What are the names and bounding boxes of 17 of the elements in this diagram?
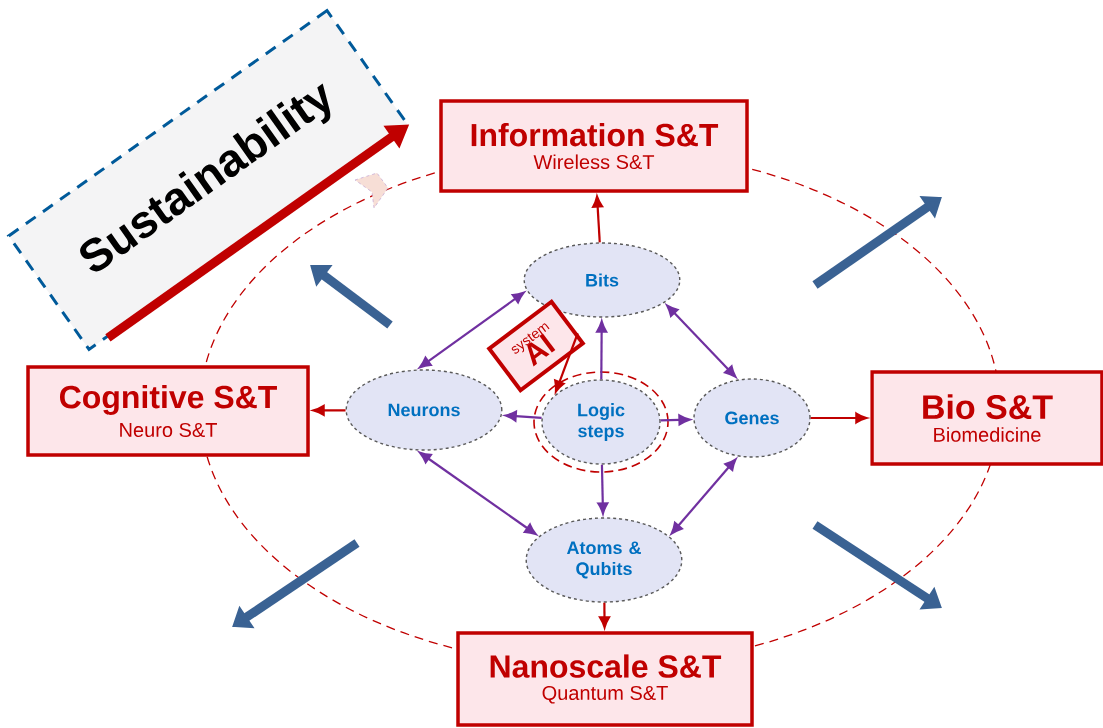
field-box: Nanoscale S&T Quantum S&T (456, 631, 754, 727)
field-box: Cognitive S&T Neuro S&T (26, 365, 310, 457)
arrow (312, 404, 346, 416)
arrow (670, 458, 737, 535)
field-box: Bio S&T Biomedicine (870, 370, 1103, 466)
arrow (596, 320, 608, 380)
arrow (666, 304, 737, 378)
arrow (597, 464, 609, 515)
arrow (810, 412, 868, 424)
arrow (554, 332, 579, 393)
arrow (592, 195, 604, 243)
arrow (660, 414, 691, 426)
field-box: Information S&T Wireless S&T (439, 99, 749, 193)
arrow (598, 602, 610, 629)
arrow (419, 451, 537, 536)
arrow (504, 410, 542, 422)
arrow (418, 291, 525, 369)
